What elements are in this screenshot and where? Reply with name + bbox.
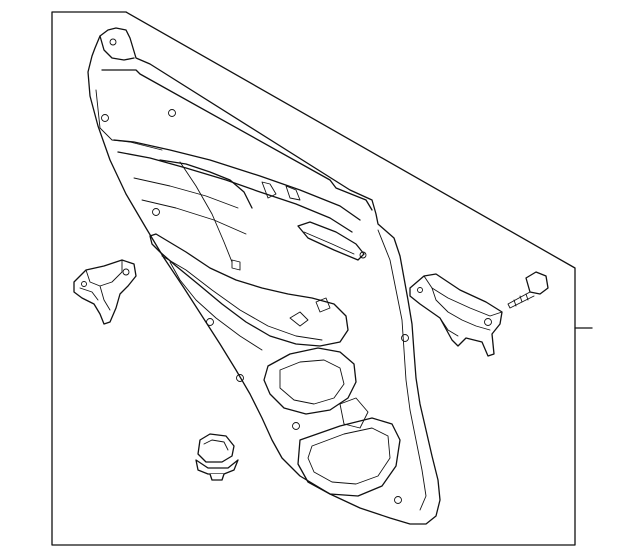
pull-handle-icon — [409, 273, 503, 357]
push-clip-icon — [195, 433, 239, 481]
handle-bracket-icon — [73, 259, 137, 325]
bolt-icon — [507, 271, 549, 309]
door-trim-panel-icon — [87, 27, 441, 525]
assembly-frame — [51, 11, 576, 546]
